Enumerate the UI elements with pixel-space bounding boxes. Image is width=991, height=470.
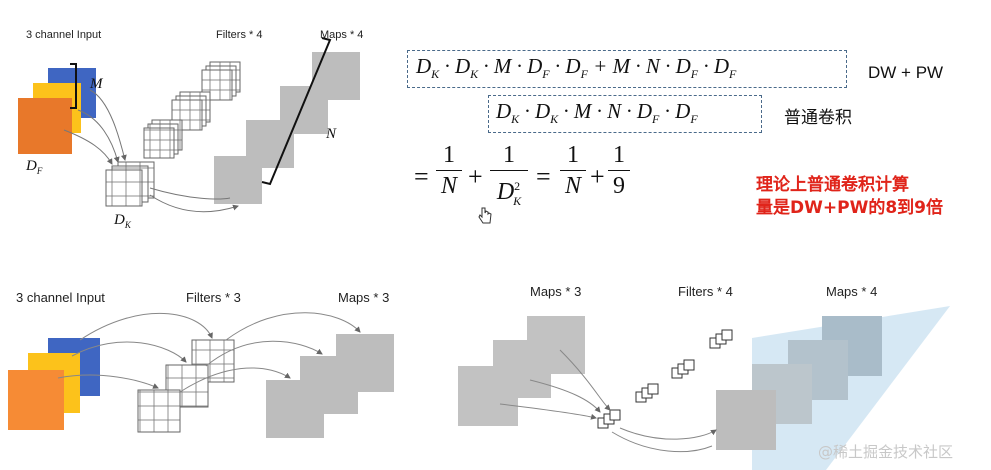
standard-tag: 普通卷积 — [784, 108, 852, 128]
standard-formula-box — [488, 95, 762, 133]
bottom-right-1x1-filters — [597, 329, 733, 429]
filter-cube — [143, 119, 183, 159]
dwpw-formula-box — [407, 50, 847, 88]
watermark: @稀土掘金技术社区 — [818, 443, 954, 461]
equals-sign-2: = — [536, 162, 551, 191]
dwpw-formula: DK · DK · M · DF · DF + M · N · DF · DF — [416, 54, 737, 82]
top-maps — [214, 37, 360, 204]
top-filters-label: Filters * 4 — [216, 29, 263, 41]
bottom-left-filters-label: Filters * 3 — [186, 290, 241, 305]
top-input-orange — [18, 98, 72, 154]
top-maps-label: Maps * 4 — [320, 29, 364, 41]
bottom-left-maps — [266, 334, 394, 438]
filter-cube — [105, 161, 155, 207]
top-input-stack — [18, 63, 96, 154]
filter-cube — [201, 61, 241, 101]
m-label: M — [90, 76, 103, 92]
top-filter-stacks — [105, 61, 241, 207]
n-bracket — [261, 37, 332, 186]
bottom-right-maps-out-label: Maps * 4 — [826, 284, 878, 299]
plus-sign: + — [468, 162, 483, 191]
dk-label: DK — [114, 212, 131, 230]
n-label: N — [326, 126, 337, 142]
bottom-right-input-maps — [458, 316, 585, 426]
fraction-1-over-dk2: 1 D2K — [490, 142, 528, 214]
bottom-right-filters-label: Filters * 4 — [678, 284, 733, 299]
conclusion-line-1: 理论上普通卷积计算 — [756, 175, 909, 195]
bottom-left-maps-label: Maps * 3 — [338, 290, 390, 305]
m-bracket — [70, 63, 77, 109]
bottom-left-input-label: 3 channel Input — [16, 290, 105, 305]
bottom-left-input-stack — [8, 338, 100, 430]
dwpw-tag: DW + PW — [868, 63, 944, 82]
standard-formula: DK · DK · M · N · DF · DF — [496, 99, 698, 127]
conclusion-line-2: 量是DW+PW的8到9倍 — [756, 198, 943, 218]
plus-sign-2: + — [590, 162, 605, 191]
bottom-left-arrows — [57, 312, 361, 393]
df-label: DF — [26, 158, 43, 176]
hand-cursor-icon — [478, 207, 492, 224]
top-map — [214, 156, 262, 204]
top-input-label: 3 channel Input — [26, 29, 102, 41]
bottom-right-maps-in-label: Maps * 3 — [530, 284, 582, 299]
bottom-right-arrows — [499, 349, 717, 453]
equals-sign: = — [414, 162, 429, 191]
bottom-right-output-maps — [716, 316, 882, 450]
top-arrows — [63, 89, 239, 213]
